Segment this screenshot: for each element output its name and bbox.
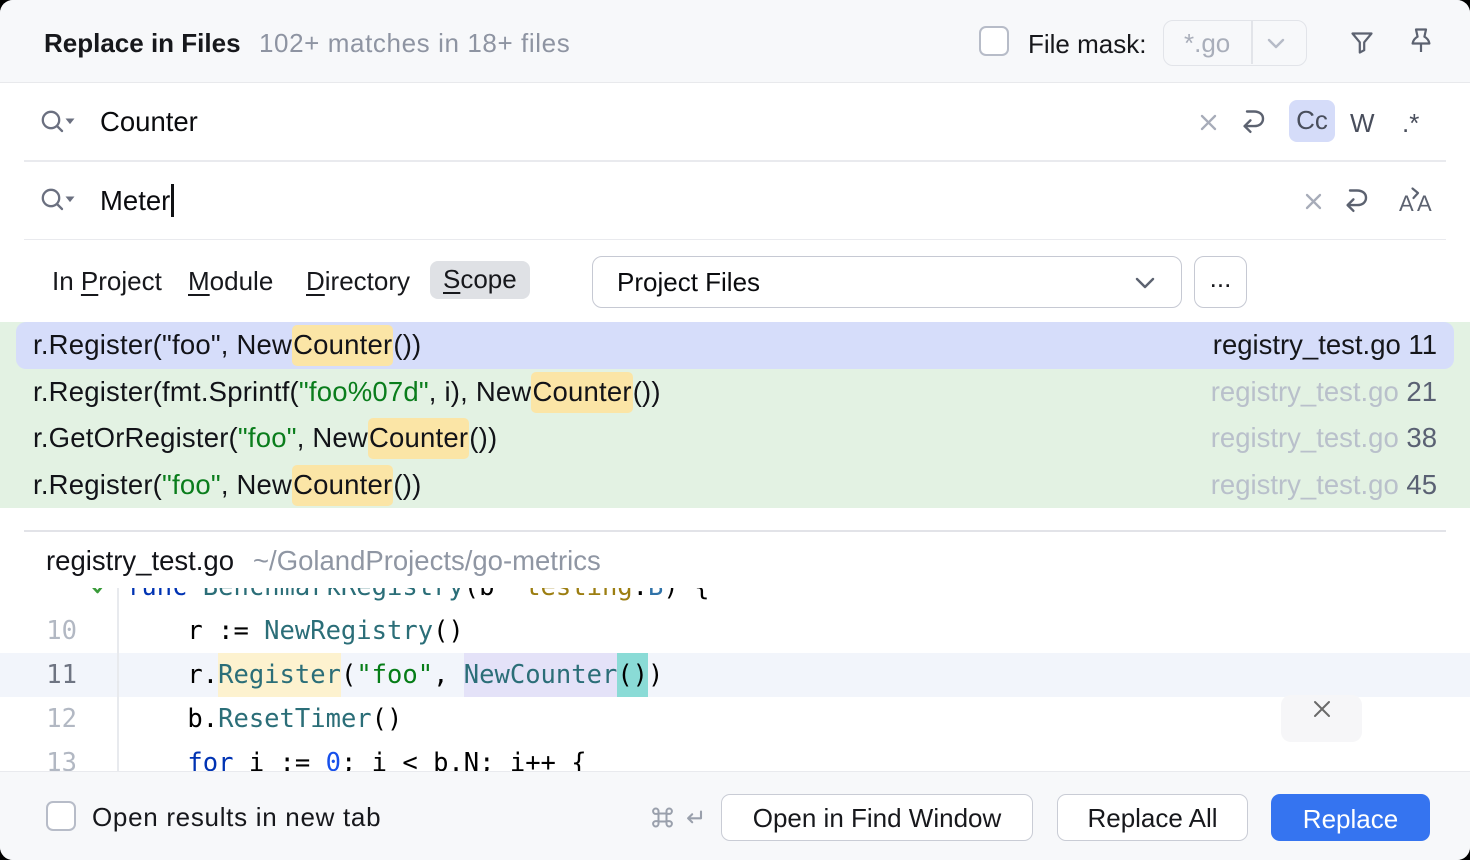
- words-toggle[interactable]: W: [1350, 108, 1375, 138]
- preview-file-name: registry_test.go: [46, 545, 235, 576]
- close-preview-button[interactable]: [1281, 695, 1362, 742]
- result-code-text: r.Register("foo", NewCounter()): [33, 464, 421, 506]
- replace-search-icon[interactable]: [40, 187, 78, 215]
- code-text: b.ResetTimer(): [126, 704, 403, 734]
- result-location: registry_test.go 21: [1210, 375, 1437, 407]
- pin-icon[interactable]: [1404, 24, 1438, 60]
- result-code-text: r.GetOrRegister("foo", NewCounter()): [33, 418, 497, 460]
- code-text: r := NewRegistry(): [126, 616, 464, 646]
- scope-option-scope[interactable]: Scope: [430, 261, 530, 299]
- enter-icon: [687, 810, 703, 824]
- match-summary: 102+ matches in 18+ files: [259, 28, 571, 58]
- scope-option-in-project[interactable]: In Project: [52, 266, 162, 296]
- combobox-divider: [1251, 21, 1253, 64]
- more-options-button[interactable]: ...: [1194, 256, 1247, 308]
- shortcut-hint: [650, 805, 706, 830]
- open-in-find-window-button[interactable]: Open in Find Window: [721, 794, 1033, 841]
- text-caret: [171, 183, 175, 217]
- search-results-list: r.Register("foo", NewCounter()) registry_…: [0, 322, 1470, 508]
- result-row-45[interactable]: r.Register("foo", NewCounter()) registry_…: [0, 462, 1470, 509]
- replace-all-button[interactable]: Replace All: [1057, 794, 1248, 841]
- open-results-new-tab-label: Open results in new tab: [92, 802, 382, 832]
- dialog-title: Replace in Files: [44, 28, 241, 58]
- file-mask-combobox[interactable]: *.go: [1163, 20, 1307, 66]
- result-row-11[interactable]: r.Register("foo", NewCounter()) registry_…: [0, 322, 1470, 369]
- line-number: 11: [46, 660, 77, 690]
- svg-text:A: A: [1399, 191, 1414, 216]
- result-location: registry_test.go 45: [1210, 468, 1437, 500]
- code-text: func BenchmarkRegistry(b *testing.B) {: [126, 588, 709, 609]
- result-location: registry_test.go 11: [1212, 329, 1437, 361]
- code-line-clipped: func BenchmarkRegistry(b *testing.B) {: [0, 588, 1470, 609]
- code-line-13: 13 for i := 0; i < b.N; i++ {: [0, 741, 1470, 771]
- file-mask-value: *.go: [1184, 28, 1231, 58]
- scope-option-module[interactable]: Module: [188, 266, 274, 296]
- code-line-11: 11 r.Register("foo", NewCounter()): [0, 653, 1470, 697]
- file-mask-checkbox[interactable]: [979, 26, 1009, 56]
- code-text: r.Register("foo", NewCounter()): [126, 653, 663, 697]
- clear-search-icon[interactable]: [1199, 113, 1218, 132]
- dialog-header: Replace in Files 102+ matches in 18+ fil…: [0, 0, 1470, 83]
- line-number: 13: [46, 748, 77, 771]
- result-code-text: r.Register("foo", NewCounter()): [33, 325, 421, 367]
- scope-combobox-value: Project Files: [617, 267, 761, 297]
- search-input[interactable]: Counter: [100, 105, 198, 137]
- search-field-row[interactable]: Counter Cc W .*: [0, 84, 1470, 161]
- code-line-12: 12 b.ResetTimer(): [0, 697, 1470, 741]
- dialog-footer: Open results in new tab Open in Find Win…: [0, 771, 1470, 860]
- test-passed-icon[interactable]: [87, 588, 113, 599]
- result-row-21[interactable]: r.Register(fmt.Sprintf("foo%07d", i), Ne…: [0, 369, 1470, 416]
- close-icon: [1314, 701, 1330, 717]
- command-icon: [652, 807, 673, 828]
- divider: [24, 238, 1446, 240]
- search-icon[interactable]: [40, 109, 78, 137]
- selected-row-highlight: [16, 322, 1454, 369]
- svg-text:A: A: [1417, 191, 1432, 216]
- scope-option-directory[interactable]: Directory: [306, 266, 411, 296]
- replace-button[interactable]: Replace: [1271, 794, 1430, 841]
- replace-input[interactable]: Meter: [100, 183, 175, 217]
- clear-replace-icon[interactable]: [1304, 192, 1323, 211]
- replace-newline-icon[interactable]: [1340, 182, 1372, 220]
- filter-icon[interactable]: [1348, 28, 1376, 56]
- match-case-toggle[interactable]: Cc: [1289, 100, 1335, 142]
- line-number: 12: [46, 704, 77, 734]
- preview-file-path: ~/GolandProjects/go-metrics: [253, 545, 601, 576]
- file-mask-label: File mask:: [1028, 29, 1147, 59]
- divider: [24, 530, 1446, 532]
- line-number: 10: [46, 616, 77, 646]
- chevron-down-icon: [1135, 277, 1155, 289]
- scope-combobox[interactable]: Project Files: [592, 256, 1182, 308]
- chevron-down-icon: [1267, 38, 1285, 49]
- code-preview[interactable]: func BenchmarkRegistry(b *testing.B) {10…: [0, 588, 1470, 771]
- scope-row: Project Files ... In Project Module Direct…: [0, 240, 1470, 322]
- newline-icon[interactable]: [1237, 103, 1269, 141]
- result-row-38[interactable]: r.GetOrRegister("foo", NewCounter()) regi…: [0, 415, 1470, 462]
- divider: [24, 160, 1446, 162]
- code-text: for i := 0; i < b.N; i++ {: [187, 748, 587, 771]
- gutter-separator: [117, 588, 119, 771]
- code-lines: func BenchmarkRegistry(b *testing.B) {10…: [0, 588, 1470, 771]
- open-results-new-tab-checkbox[interactable]: [46, 801, 76, 831]
- result-code-text: r.Register(fmt.Sprintf("foo%07d", i), Ne…: [33, 371, 661, 413]
- regex-toggle[interactable]: .*: [1402, 108, 1420, 138]
- result-location: registry_test.go 38: [1210, 422, 1437, 454]
- code-line-10: 10 r := NewRegistry(): [0, 609, 1470, 653]
